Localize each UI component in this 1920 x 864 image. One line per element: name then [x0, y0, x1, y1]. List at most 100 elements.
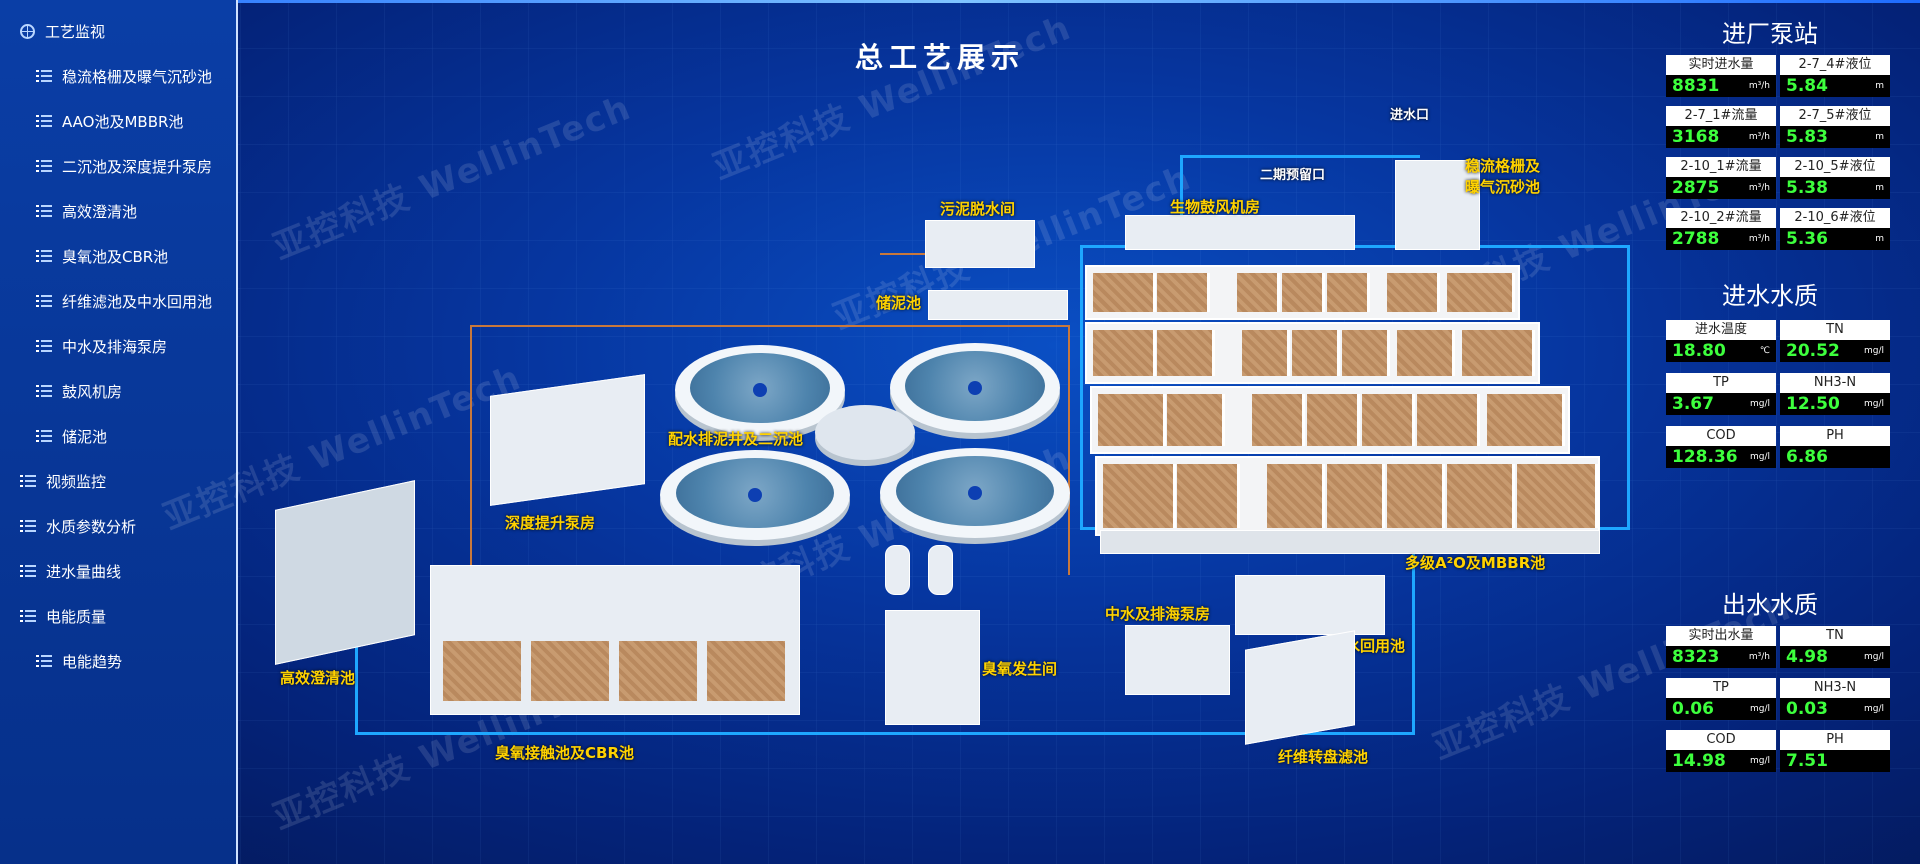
- ozone-cbr-structure[interactable]: [430, 565, 800, 715]
- metric-value: 128.36: [1672, 447, 1738, 467]
- distribution-well[interactable]: [815, 405, 915, 460]
- metric-unit: m³/h: [1748, 132, 1770, 142]
- metric-label: COD: [1666, 426, 1776, 446]
- metric-value: 8831: [1672, 76, 1720, 96]
- metric-value: 5.83: [1786, 127, 1828, 147]
- sidebar-item[interactable]: 电能趋势: [36, 648, 122, 674]
- metric-unit: m³/h: [1748, 183, 1770, 193]
- sidebar-item-label: 二沉池及深度提升泵房: [62, 157, 213, 176]
- sidebar-item[interactable]: 鼓风机房: [36, 378, 122, 404]
- sidebar-item[interactable]: 中水及排海泵房: [36, 333, 167, 359]
- sidebar-item[interactable]: 水质参数分析: [20, 513, 136, 539]
- sidebar-item[interactable]: 储泥池: [36, 423, 107, 449]
- list-icon: [36, 249, 52, 263]
- ozone-generator-structure[interactable]: [885, 610, 980, 725]
- ozone-cbr-label: 臭氧接触池及CBR池: [495, 744, 634, 762]
- list-icon: [20, 519, 36, 533]
- sidebar-item[interactable]: 稳流格栅及曝气沉砂池: [36, 63, 212, 89]
- sidebar-item[interactable]: 视频监控: [20, 468, 106, 494]
- sludge-dewatering-label: 污泥脱水间: [940, 200, 1016, 218]
- metric-value: 2875: [1672, 178, 1720, 198]
- fiber-filter-structure[interactable]: [1245, 630, 1355, 745]
- metric-unit: mg/l: [1749, 704, 1770, 714]
- sidebar-nav: 工艺监视稳流格栅及曝气沉砂池 AAO池及MBBR池二沉池及深度提升泵房高效澄清池臭…: [0, 0, 238, 864]
- metric-value: 4.98: [1786, 647, 1828, 667]
- influent-quality-title: 进水水质: [1722, 282, 1818, 310]
- metric-label: 2-7_5#液位: [1780, 106, 1890, 126]
- metric-unit: m: [1875, 183, 1884, 193]
- secondary-clarifier[interactable]: [890, 343, 1060, 433]
- sidebar-item[interactable]: 二沉池及深度提升泵房: [36, 153, 212, 179]
- aao-tank-label: 多级A²O及MBBR池: [1405, 554, 1546, 572]
- hd-clarifier-structure[interactable]: [275, 480, 415, 665]
- metric-unit: m: [1875, 132, 1884, 142]
- sidebar-item[interactable]: 高效澄清池: [36, 198, 137, 224]
- metric-value: 5.84: [1786, 76, 1828, 96]
- metric-value: 3.67: [1672, 394, 1714, 414]
- sidebar-item-label: 鼓风机房: [62, 382, 123, 401]
- lift-pump-house-structure[interactable]: [490, 374, 645, 506]
- blower-house-structure[interactable]: [1125, 215, 1355, 250]
- list-icon: [36, 339, 52, 353]
- secondary-clarifier[interactable]: [880, 448, 1070, 538]
- grit-chamber-label: 稳流格栅及 曝气沉砂池: [1465, 157, 1541, 196]
- metric-value-box: 7.51: [1780, 750, 1890, 772]
- sidebar-item[interactable]: AAO池及MBBR池: [36, 108, 183, 134]
- metric-label: NH3-N: [1780, 678, 1890, 698]
- grit-chamber-structure[interactable]: [1395, 160, 1480, 250]
- sludge-storage-structure[interactable]: [928, 290, 1068, 320]
- hd-clarifier-label: 高效澄清池: [280, 669, 356, 687]
- sidebar-item-label: 进水量曲线: [46, 562, 122, 581]
- sidebar-item[interactable]: 纤维滤池及中水回用池: [36, 288, 212, 314]
- metric-value: 20.52: [1786, 341, 1840, 361]
- secondary-clarifier[interactable]: [675, 345, 845, 435]
- metric-label: 2-7_1#流量: [1666, 106, 1776, 126]
- blower-house-label: 生物鼓风机房: [1170, 198, 1261, 216]
- sidebar-item[interactable]: 进水量曲线: [20, 558, 121, 584]
- secondary-clarifier[interactable]: [660, 450, 850, 540]
- metric-value: 12.50: [1786, 394, 1840, 414]
- sludge-dewatering-structure[interactable]: [925, 220, 1035, 268]
- metric-unit: m³/h: [1748, 81, 1770, 91]
- metric-value: 18.80: [1672, 341, 1726, 361]
- metric-unit: m: [1875, 234, 1884, 244]
- reuse-pool-structure[interactable]: [1235, 575, 1385, 635]
- sidebar-item[interactable]: 电能质量: [20, 603, 106, 629]
- sludge-pipe: [470, 325, 1070, 575]
- list-icon: [36, 429, 52, 443]
- metric-label: 2-10_6#液位: [1780, 208, 1890, 228]
- sidebar-item-label: 纤维滤池及中水回用池: [62, 292, 213, 311]
- metric-label: NH3-N: [1780, 373, 1890, 393]
- metric-label: 2-7_4#液位: [1780, 55, 1890, 75]
- sidebar-item[interactable]: 工艺监视: [20, 18, 105, 44]
- sidebar-item[interactable]: 臭氧池及CBR池: [36, 243, 168, 269]
- reuse-pump-house-structure[interactable]: [1125, 625, 1230, 695]
- metric-value-box: 5.83 m: [1780, 126, 1890, 148]
- oxygen-tank: [885, 545, 910, 595]
- fiber-filter-label: 纤维转盘滤池: [1278, 748, 1369, 766]
- metric-unit: mg/l: [1863, 704, 1884, 714]
